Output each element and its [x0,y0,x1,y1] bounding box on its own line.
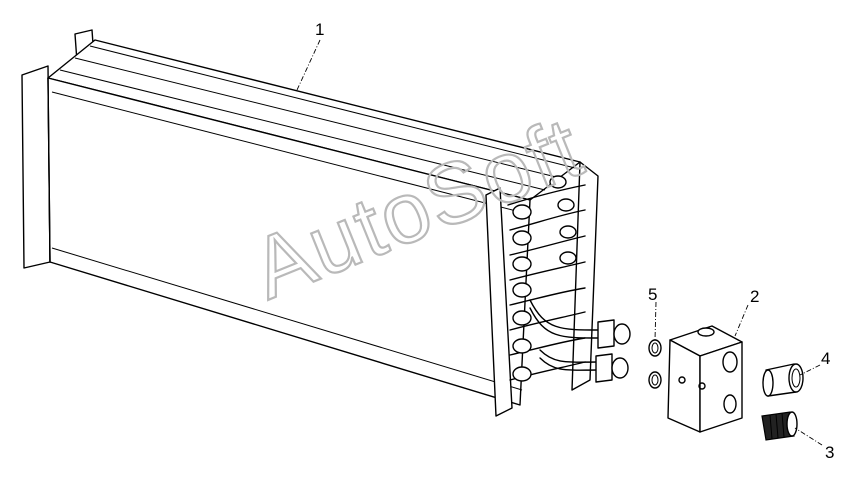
sensor-plug-part-3 [761,411,798,441]
leader-line-2 [734,304,749,337]
tube-bundle [507,175,631,383]
callout-5: 5 [648,285,657,304]
callout-1: 1 [315,20,324,39]
fitting-part-4 [762,363,804,397]
leader-line-4 [799,364,821,376]
leader-line-3 [794,427,823,446]
leader-line-5 [654,301,657,341]
evaporator-core [21,29,631,417]
expansion-valve-block [667,325,743,433]
leader-line-1 [296,39,321,91]
callout-4: 4 [821,349,830,368]
callout-3: 3 [825,443,834,462]
callout-2: 2 [750,287,759,306]
seal-rings [648,339,662,389]
